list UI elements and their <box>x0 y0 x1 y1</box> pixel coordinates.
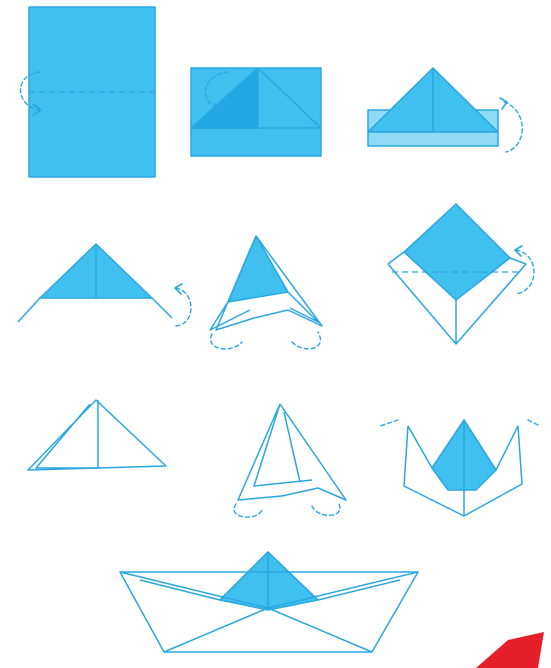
right-edge <box>510 258 526 264</box>
step-2-fold-corners <box>191 68 321 156</box>
left-edge <box>388 252 404 264</box>
step-1-sheet <box>21 7 156 177</box>
inner-fold <box>36 404 100 468</box>
pull-arrow-icon <box>528 420 540 426</box>
hull-crease-left <box>164 608 268 652</box>
red-corner-shape <box>476 632 544 668</box>
step-6-diamond <box>388 204 534 344</box>
fold-arrow-icon <box>292 332 320 349</box>
left-brim-edge <box>18 298 40 322</box>
top-triangle <box>228 236 288 302</box>
hull-crease-right <box>268 608 372 652</box>
arrowhead-icon <box>500 98 507 109</box>
corner-accent <box>476 632 544 668</box>
step-7-outline-triangle <box>28 400 166 470</box>
diamond-top <box>404 204 510 300</box>
fold-arrow-icon <box>504 102 522 152</box>
pull-arrow-icon <box>234 504 262 517</box>
step-9-pulling-apart <box>380 420 540 516</box>
fold-arrow-icon <box>211 334 242 349</box>
step-4-triangle <box>18 244 191 326</box>
boat-sail <box>220 552 318 610</box>
step-10-finished-boat <box>120 552 418 652</box>
step-5-open-flaps <box>210 236 322 349</box>
pull-arrow-icon <box>312 502 340 515</box>
right-brim-edge <box>152 298 172 318</box>
fold-arrow-icon <box>176 288 191 326</box>
pull-arrow-icon <box>380 420 398 426</box>
step-8-pull-flaps <box>234 404 346 517</box>
step-3-hat <box>368 68 522 152</box>
